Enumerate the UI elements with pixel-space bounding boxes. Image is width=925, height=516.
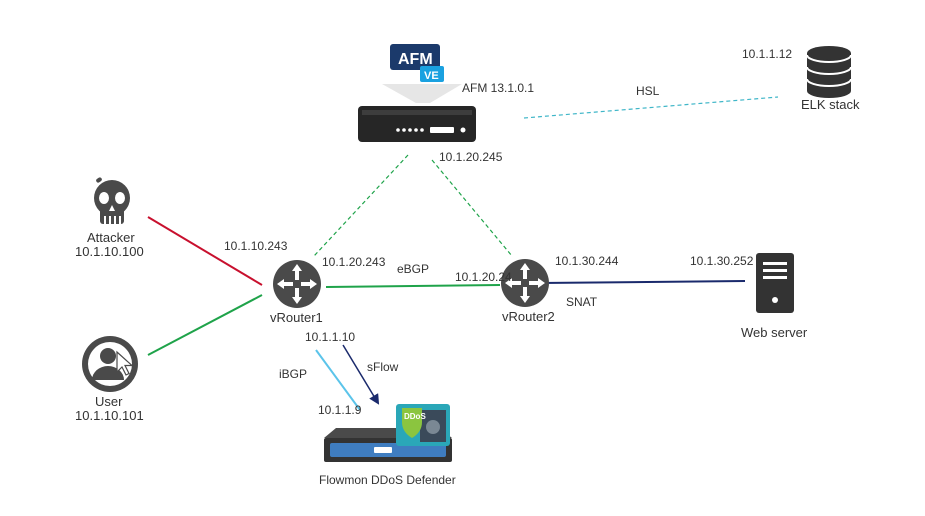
vrouter2-ip-server-label: 10.1.30.244 (555, 254, 619, 268)
hsl-link (523, 96, 779, 119)
vrouter2-ip-core-label: 10.1.20.24 (455, 270, 512, 284)
ebgp-label: eBGP (397, 262, 429, 276)
attacker-skull-icon[interactable] (94, 177, 130, 224)
afm-led (402, 128, 406, 132)
ve-badge-icon (420, 66, 444, 82)
afm-vrouter1-link (313, 154, 409, 257)
ibgp-link (315, 349, 361, 411)
flowmon-name-label: Flowmon DDoS Defender (319, 473, 456, 487)
hsl-label: HSL (636, 84, 660, 98)
ibgp-label: iBGP (279, 367, 307, 381)
vrouter1-ip-mgmt-label: 10.1.1.10 (305, 330, 355, 344)
webserver-server-icon[interactable] (756, 253, 794, 313)
webserver-ip-label: 10.1.30.252 (690, 254, 754, 268)
snat-label: SNAT (566, 295, 598, 309)
afm-version-label: AFM 13.1.0.1 (462, 81, 534, 95)
afm-led (420, 128, 424, 132)
afm-power-led (460, 127, 466, 133)
vrouter1-ip-core-label: 10.1.20.243 (322, 255, 386, 269)
user-avatar-icon[interactable] (82, 336, 138, 392)
ddos-shield-text: DDoS (404, 412, 426, 421)
afm-display (430, 127, 454, 133)
vrouter1-name-label: vRouter1 (270, 310, 323, 325)
elk-name-label: ELK stack (801, 97, 860, 112)
afm-vrouter2-link (431, 159, 513, 257)
attacker-name-label: Attacker (87, 230, 135, 245)
user-ip-label: 10.1.10.101 (75, 408, 144, 423)
webserver-name-label: Web server (741, 325, 808, 340)
afm-funnel-icon (382, 84, 462, 103)
elk-ip-label: 10.1.1.12 (742, 47, 792, 61)
server-link (539, 280, 746, 284)
afm-badge-icon (390, 44, 440, 70)
vrouter2-router-icon[interactable] (501, 259, 549, 307)
sflow-link (342, 344, 380, 405)
afm-led (408, 128, 412, 132)
vrouter2-name-label: vRouter2 (502, 309, 555, 324)
elk-database-icon[interactable] (806, 46, 852, 98)
afm-badge-text: AFM (398, 51, 433, 68)
ddos-shield-icon (402, 408, 422, 438)
user-link (147, 294, 263, 356)
afm-appliance-trim (362, 110, 472, 115)
vrouter1-router-icon[interactable] (273, 260, 321, 308)
user-name-label: User (95, 394, 123, 409)
afm-ip-label: 10.1.20.245 (439, 150, 503, 164)
afm-led (396, 128, 400, 132)
afm-ve-node[interactable]: AFM VE (358, 44, 476, 142)
vrouter1-ip-attacker-label: 10.1.10.243 (224, 239, 288, 253)
flowmon-ip-label: 10.1.1.9 (318, 403, 362, 417)
sflow-label: sFlow (367, 360, 399, 374)
ebgp-link (325, 284, 501, 288)
flowmon-appliance-icon[interactable]: DDoS (324, 404, 452, 462)
attacker-ip-label: 10.1.10.100 (75, 244, 144, 259)
attacker-link (147, 216, 263, 286)
ve-badge-text: VE (424, 70, 439, 82)
afm-led (414, 128, 418, 132)
